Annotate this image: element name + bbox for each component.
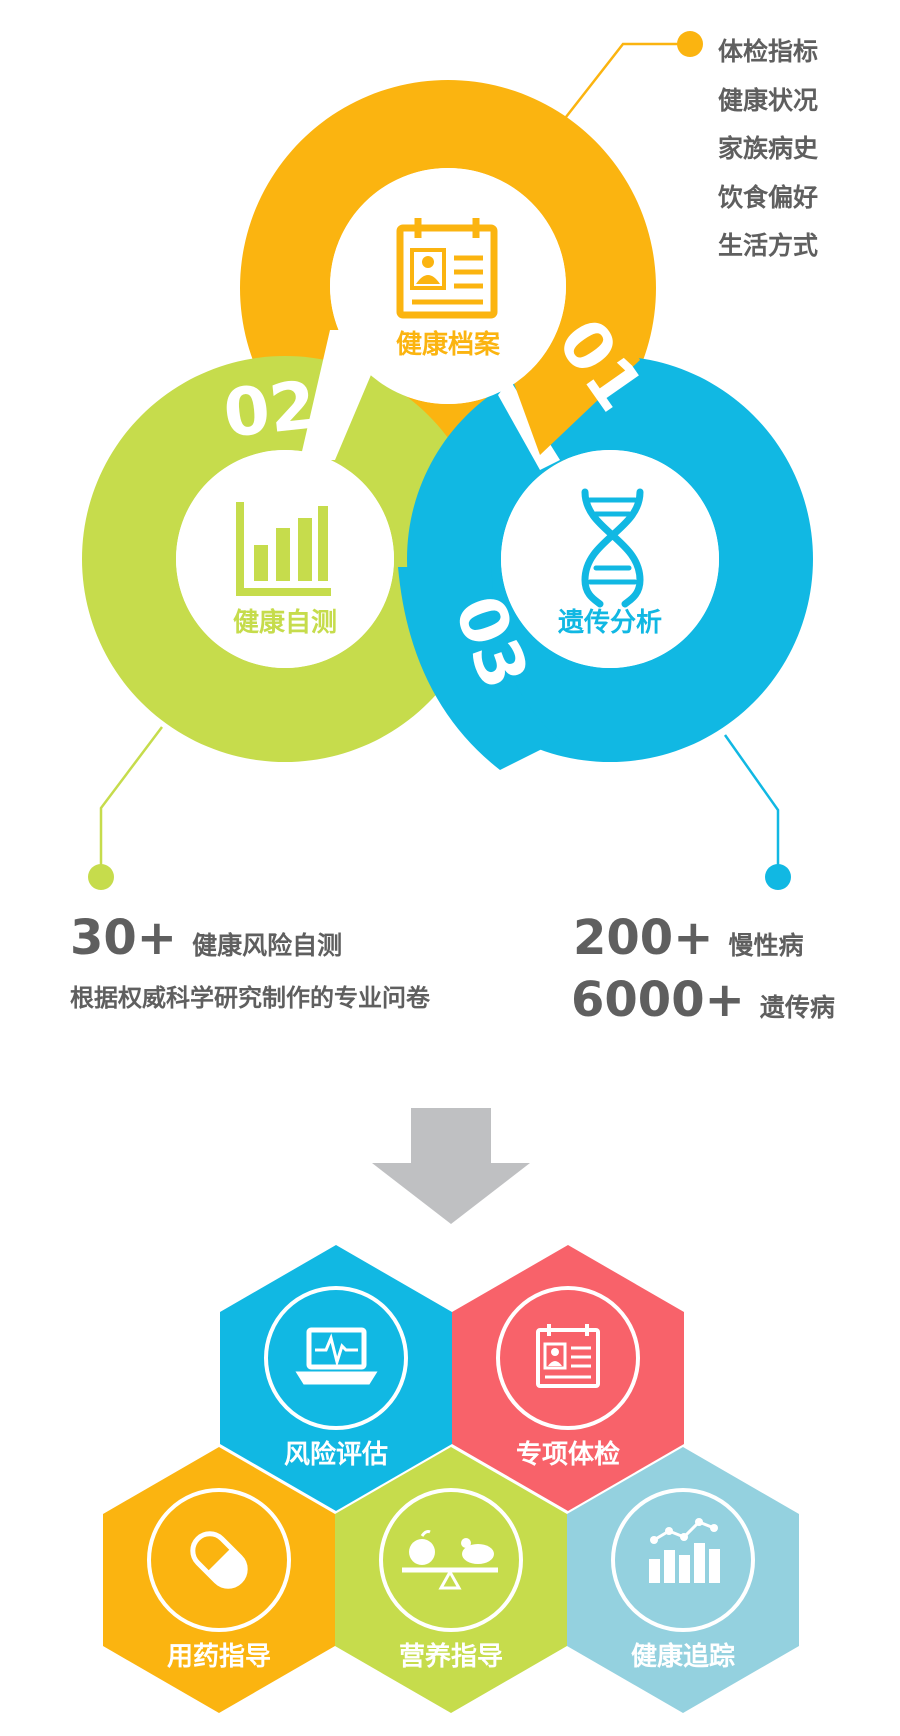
record-item: 生活方式 [718,231,819,260]
trend-chart-icon [649,1518,720,1583]
hereditary-disease-stat: 6000+ 遗传病 [571,972,835,1028]
ring-03-label: 遗传分析 [558,608,662,638]
genetic-connector [723,734,791,890]
hereditary-count: 6000+ [571,972,745,1028]
service-label-tracking: 健康追踪 [631,1641,735,1672]
hex-health-tracking[interactable]: 健康追踪 [567,1447,799,1713]
food-scale-icon [402,1530,498,1590]
dna-icon [581,488,644,608]
ring-02-number: 02 [220,367,319,453]
service-label-risk: 风险评估 [284,1439,388,1470]
service-label-nutrition: 营养指导 [399,1641,503,1672]
self-test-description: 根据权威科学研究制作的专业问卷 [70,984,430,1012]
record-item: 家族病史 [718,134,819,163]
ring-02-label: 健康自测 [233,607,337,638]
id-card-icon [536,1324,600,1388]
ring-03 [406,356,813,762]
record-items-list: 体检指标 健康状况 家族病史 饮食偏好 生活方式 [718,28,818,271]
down-arrow-icon [372,1108,530,1224]
record-item: 健康状况 [718,85,819,115]
laptop-heartbeat-icon [295,1327,378,1385]
self-test-connector [88,726,163,890]
chronic-disease-stat: 200+ 慢性病 [573,910,804,966]
self-test-stat: 30+ 健康风险自测 [70,910,342,966]
hex-risk-assessment[interactable]: 风险评估 [220,1245,452,1511]
record-item: 饮食偏好 [718,182,819,212]
service-label-checkup: 专项体检 [516,1439,620,1470]
bar-chart-icon [236,502,331,596]
hex-nutrition-guide[interactable]: 营养指导 [335,1447,567,1713]
record-connector [565,31,703,118]
health-record-icon [396,218,498,319]
hereditary-label: 遗传病 [759,993,835,1022]
self-test-count-label: 健康风险自测 [192,931,343,960]
chronic-label: 慢性病 [728,931,804,960]
record-item: 体检指标 [718,37,819,66]
ring-01-label: 健康档案 [396,329,501,360]
chronic-count: 200+ [573,910,714,966]
ring-02 [81,356,488,762]
hex-special-checkup[interactable]: 专项体检 [452,1245,684,1511]
self-test-count: 30+ [70,910,178,966]
pill-icon [190,1531,248,1589]
hex-medication-guide[interactable]: 用药指导 [103,1447,335,1713]
service-label-medication: 用药指导 [167,1642,271,1672]
